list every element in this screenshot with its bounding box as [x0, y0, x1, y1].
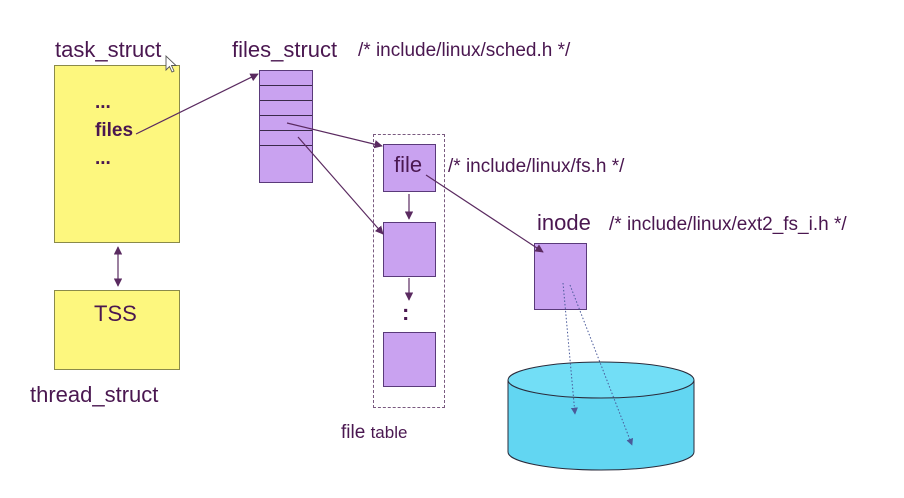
fd-slot — [260, 86, 312, 101]
task-struct-label: task_struct — [55, 37, 162, 62]
task-struct-dots-bottom: ... — [95, 148, 111, 169]
fd-to-file-arrow — [286, 122, 383, 149]
file-table-caption-word2: table — [370, 423, 408, 442]
files-struct-comment: /* include/linux/sched.h */ — [358, 40, 571, 61]
inode-comment: /* include/linux/ext2_fs_i.h */ — [609, 214, 847, 235]
file-table-caption: file table — [341, 422, 407, 444]
file-table-ellipsis: : — [402, 300, 410, 325]
fd-slot — [260, 101, 312, 116]
files-struct-array — [259, 70, 313, 183]
tss-label: TSS — [94, 301, 137, 326]
file-object-1 — [383, 144, 436, 192]
tss-box — [54, 290, 180, 370]
fd-slot — [260, 131, 312, 146]
files-pointer-arrow — [135, 73, 259, 135]
file-table-caption-word1: file — [341, 422, 366, 443]
task-struct-box — [54, 65, 180, 243]
thread-struct-label: thread_struct — [30, 382, 159, 407]
file-to-inode-arrow — [425, 174, 544, 253]
fd-slot — [260, 71, 312, 86]
mouse-cursor-icon — [165, 54, 178, 73]
task-struct-files-field: files — [95, 120, 134, 141]
fd-to-file2-arrow — [297, 136, 384, 235]
file-label: file — [394, 152, 423, 177]
disk-cylinder-icon — [507, 361, 695, 471]
inode-to-disk-arrow-1 — [562, 282, 578, 415]
inode-object — [534, 243, 587, 310]
file-object-2 — [383, 222, 436, 277]
inode-to-disk-arrow-2 — [569, 284, 633, 446]
task-struct-dots-top: ... — [95, 92, 111, 113]
file-object-3 — [383, 332, 436, 387]
file-table-frame — [373, 134, 445, 408]
inode-label: inode — [537, 210, 591, 235]
files-struct-label: files_struct — [232, 37, 338, 62]
file-comment: /* include/linux/fs.h */ — [448, 156, 625, 177]
fd-slot — [260, 116, 312, 131]
